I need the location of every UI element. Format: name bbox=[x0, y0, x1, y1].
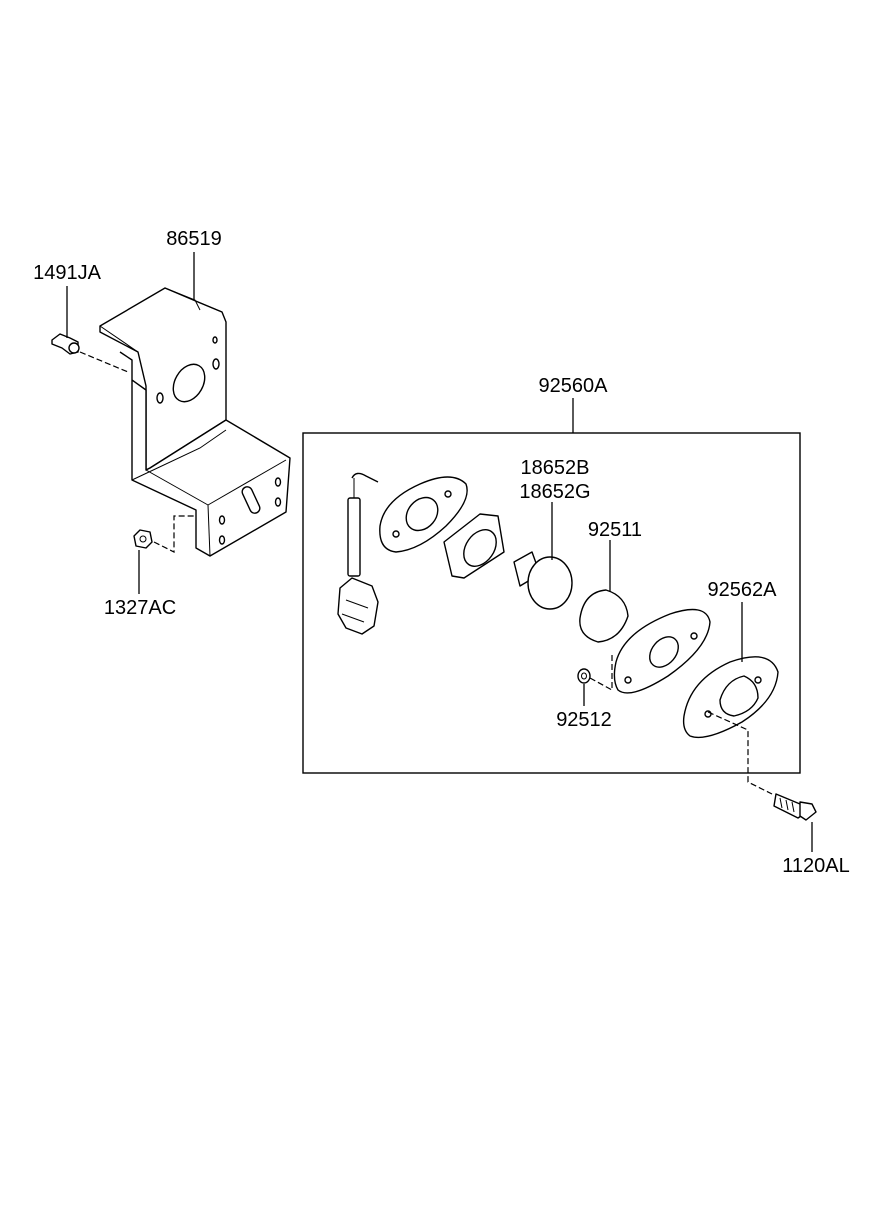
label-92511: 92511 bbox=[588, 519, 642, 541]
label-18652b: 18652B bbox=[521, 457, 590, 479]
connector-wire bbox=[337, 472, 379, 635]
bulb-18652 bbox=[513, 551, 573, 610]
lens-92511 bbox=[579, 589, 629, 643]
leader-lines bbox=[66, 252, 813, 852]
small-nut-92512 bbox=[577, 654, 613, 692]
label-18652g: 18652G bbox=[519, 481, 590, 503]
assembly-frame bbox=[302, 432, 801, 774]
label-1491ja: 1491JA bbox=[33, 262, 101, 284]
socket-holder bbox=[443, 513, 505, 579]
bracket-86519 bbox=[99, 287, 291, 557]
label-92512: 92512 bbox=[556, 709, 612, 731]
label-92562a: 92562A bbox=[708, 579, 778, 601]
gasket-plate bbox=[613, 608, 711, 694]
screw-1120al bbox=[707, 711, 817, 821]
label-92560a: 92560A bbox=[539, 375, 609, 397]
housing-92562a bbox=[682, 656, 779, 739]
label-1327ac: 1327AC bbox=[104, 597, 176, 619]
label-1120al: 1120AL bbox=[782, 855, 849, 877]
label-86519: 86519 bbox=[166, 228, 222, 250]
nut-1327ac bbox=[133, 515, 196, 553]
socket-plate bbox=[379, 476, 468, 553]
clip-1491ja bbox=[51, 333, 129, 373]
